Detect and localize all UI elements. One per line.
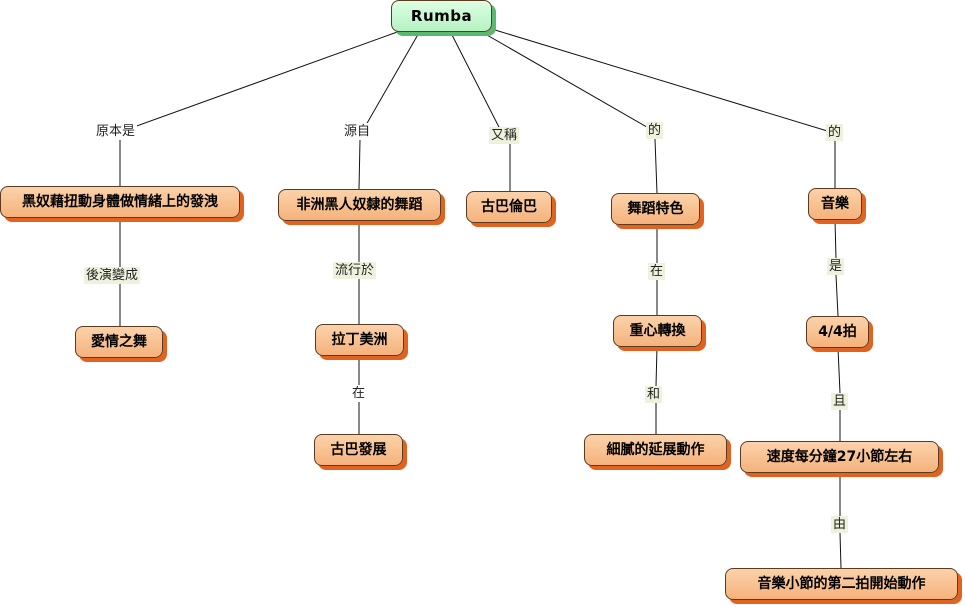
link-label: 且 [831, 393, 849, 410]
link-label: 後演變成 [84, 267, 141, 284]
concept-node[interactable]: 重心轉換 [613, 315, 702, 347]
connector-line [449, 30, 504, 136]
link-label: 和 [645, 386, 663, 403]
connector-line [655, 346, 658, 387]
link-label: 是 [827, 258, 845, 275]
link-label: 流行於 [333, 262, 377, 279]
connector-line [361, 30, 421, 133]
link-label: 的 [646, 122, 664, 139]
concept-node[interactable]: 速度每分鐘27小節左右 [740, 441, 939, 473]
concept-node[interactable]: 愛情之舞 [75, 326, 163, 358]
concept-node[interactable]: 黑奴藉扭動身體做情緒上的發洩 [0, 186, 240, 218]
concept-node[interactable]: 拉丁美洲 [315, 324, 404, 356]
concept-node[interactable]: 古巴倫巴 [466, 191, 552, 223]
link-label: 在 [648, 263, 666, 280]
concept-node[interactable]: 細膩的延展動作 [584, 434, 727, 466]
concept-node[interactable]: 古巴發展 [314, 434, 403, 466]
link-label: 源自 [342, 123, 373, 140]
connector-line [839, 532, 842, 569]
link-label: 的 [826, 124, 844, 141]
link-label: 原本是 [94, 123, 138, 140]
concept-node[interactable]: 舞蹈特色 [611, 193, 700, 225]
connector-line [835, 274, 839, 317]
root-node[interactable]: Rumba [391, 0, 492, 32]
concept-node[interactable]: 音樂 [808, 188, 862, 220]
connector-line [479, 30, 653, 131]
connector-line [358, 139, 361, 190]
connector-line [837, 347, 841, 394]
link-label: 在 [350, 385, 368, 402]
link-label: 又稱 [489, 127, 520, 144]
concept-node[interactable]: 非洲黑人奴隸的舞蹈 [278, 189, 441, 221]
link-label: 由 [831, 516, 849, 533]
concept-node[interactable]: 音樂小節的第二拍開始動作 [725, 568, 958, 600]
connector-line [834, 219, 837, 259]
connector-line [654, 138, 658, 194]
connector-line [119, 30, 401, 133]
concept-node[interactable]: 4/4拍 [806, 316, 869, 348]
connector-line [494, 29, 835, 134]
